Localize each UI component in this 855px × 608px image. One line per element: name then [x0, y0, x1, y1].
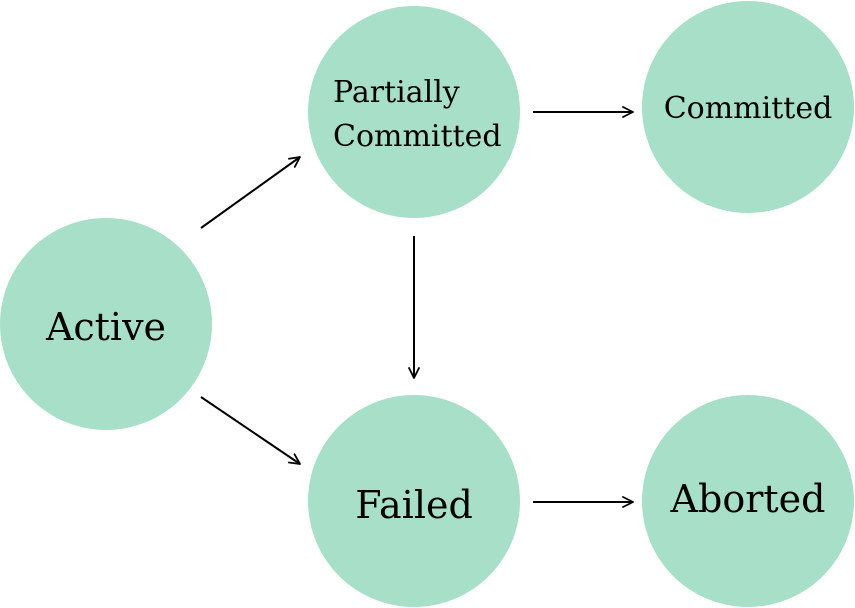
- state-partially-committed: Partially Committed: [308, 6, 520, 218]
- state-active: Active: [0, 218, 212, 430]
- state-aborted-circle: [642, 395, 854, 607]
- state-partially-committed-label-line2: Committed: [333, 119, 502, 154]
- state-active-label: Active: [45, 305, 166, 349]
- state-partially-committed-circle: [308, 6, 520, 218]
- state-committed-label: Committed: [664, 91, 833, 126]
- state-aborted: Aborted: [642, 395, 854, 607]
- edge-active-to-failed: [200, 396, 301, 465]
- state-failed: Failed: [308, 395, 520, 607]
- state-partially-committed-label-line1: Partially: [333, 75, 460, 110]
- state-committed: Committed: [642, 1, 854, 213]
- state-committed-circle: [642, 1, 854, 213]
- state-failed-circle: [308, 395, 520, 607]
- edges: [200, 106, 634, 508]
- state-failed-label: Failed: [355, 483, 473, 527]
- edge-active-to-partially-committed: [200, 156, 301, 229]
- state-active-circle: [0, 218, 212, 430]
- state-aborted-label: Aborted: [670, 477, 826, 521]
